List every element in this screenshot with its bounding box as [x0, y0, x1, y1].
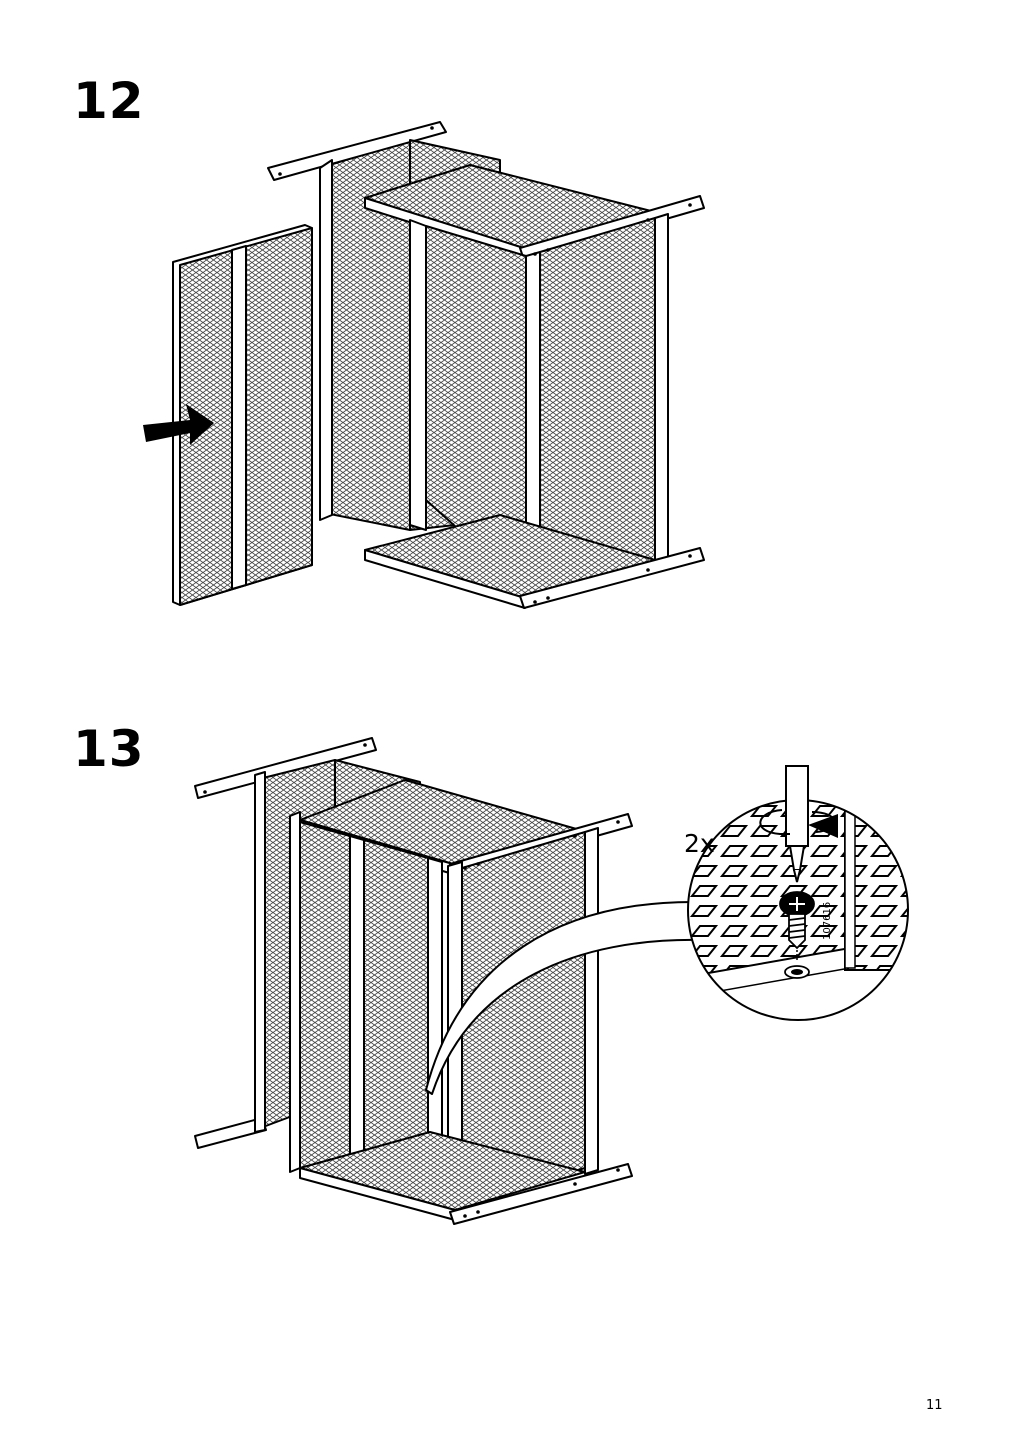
- top-rail: [194, 737, 377, 799]
- step-12-illustration: [143, 121, 705, 609]
- top-rail: [267, 121, 447, 181]
- step-13-number: 13: [73, 720, 145, 778]
- page-number: 11: [926, 1398, 943, 1413]
- step-12-number: 12: [73, 72, 145, 130]
- part-number-label: 107616: [822, 902, 833, 940]
- step-13-illustration: 2x 107616: [194, 737, 909, 1225]
- insert-arrow-icon: [143, 404, 214, 445]
- screwdriver-icon: [785, 765, 809, 883]
- screw-icon: [779, 891, 815, 950]
- front-left-panel: [299, 821, 351, 1169]
- quantity-label: 2x: [684, 829, 715, 858]
- rotate-clockwise-icon: [759, 809, 790, 835]
- front-panel: [363, 839, 429, 1159]
- front-post-left: [409, 219, 427, 531]
